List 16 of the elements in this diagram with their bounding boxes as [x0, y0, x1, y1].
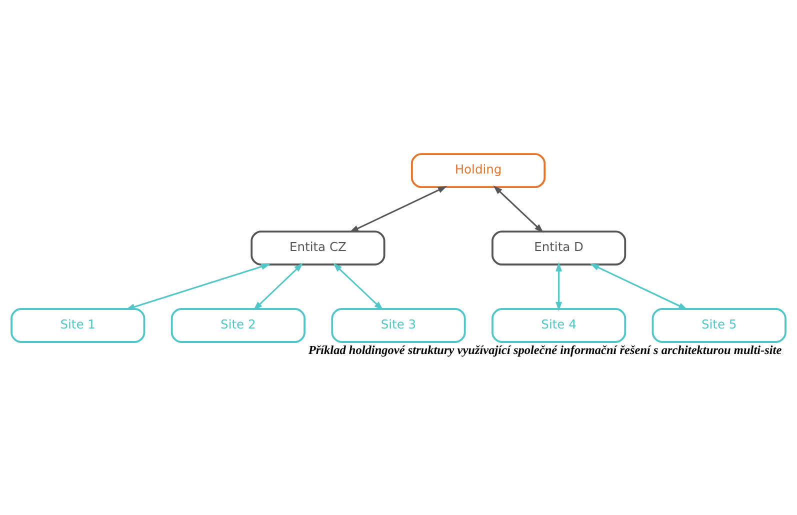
node-box: Site 2	[170, 308, 306, 342]
node-box: Entita D	[492, 230, 626, 265]
node-box: Entita CZ	[250, 230, 386, 265]
arrow	[349, 186, 448, 232]
arrow	[332, 262, 384, 310]
arrow	[590, 263, 688, 310]
node-box: Site 4	[492, 308, 626, 342]
arrow	[126, 263, 270, 310]
arrow	[556, 262, 562, 311]
node-box: Site 5	[652, 308, 786, 342]
arrow	[493, 184, 544, 232]
node-box: Site 3	[331, 308, 466, 342]
arrow	[253, 262, 304, 310]
caption: Příklad holdingové struktury využívající společné informační řešení s architekturou multi-site	[308, 342, 782, 357]
node-box: Holding	[410, 152, 546, 188]
node-box: Site 1	[10, 308, 146, 342]
